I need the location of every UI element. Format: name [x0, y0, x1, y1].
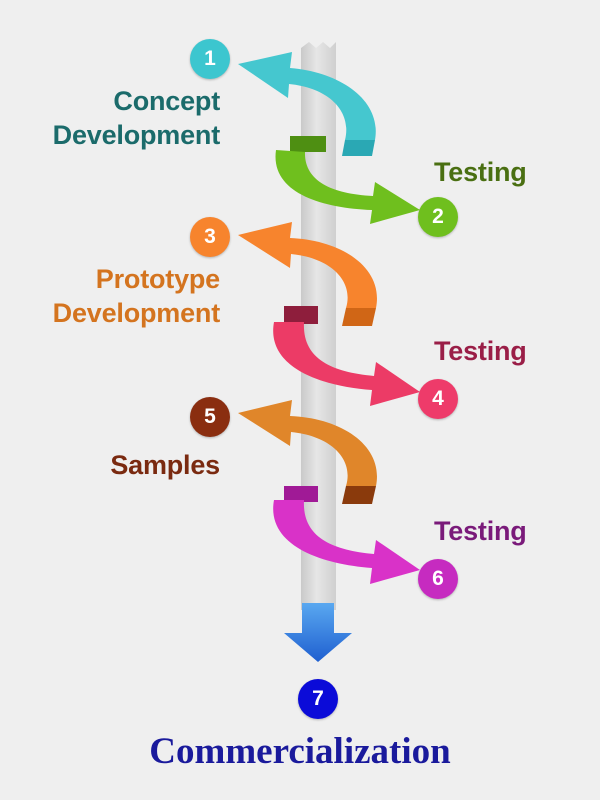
arrow-testing-3	[273, 486, 420, 584]
label-samples: Samples	[110, 450, 220, 480]
step-badge-7: 7	[298, 679, 338, 719]
arrow-testing-1	[275, 136, 420, 224]
step-badge-4: 4	[418, 379, 458, 419]
arrow-testing-2	[273, 306, 420, 406]
label-line: Concept	[113, 86, 220, 116]
arrow-concept-development	[238, 52, 376, 156]
step-badge-6: 6	[418, 559, 458, 599]
label-testing-1: Testing	[434, 157, 527, 187]
step-badge-1: 1	[190, 39, 230, 79]
step-badge-3: 3	[190, 217, 230, 257]
label-commercialization: Commercialization	[149, 731, 451, 772]
label-concept-development: Concept Development	[52, 84, 221, 152]
label-line: Development	[52, 120, 221, 150]
step-badge-5: 5	[190, 397, 230, 437]
arrow-samples	[238, 400, 377, 504]
label-testing-3: Testing	[434, 516, 527, 546]
label-line: Prototype	[95, 264, 220, 294]
label-prototype-development: Prototype Development	[52, 262, 221, 330]
down-arrow	[284, 603, 352, 662]
label-testing-2: Testing	[434, 336, 527, 366]
step-badge-2: 2	[418, 197, 458, 237]
arrow-prototype-development	[238, 222, 377, 326]
label-line: Development	[52, 298, 221, 328]
